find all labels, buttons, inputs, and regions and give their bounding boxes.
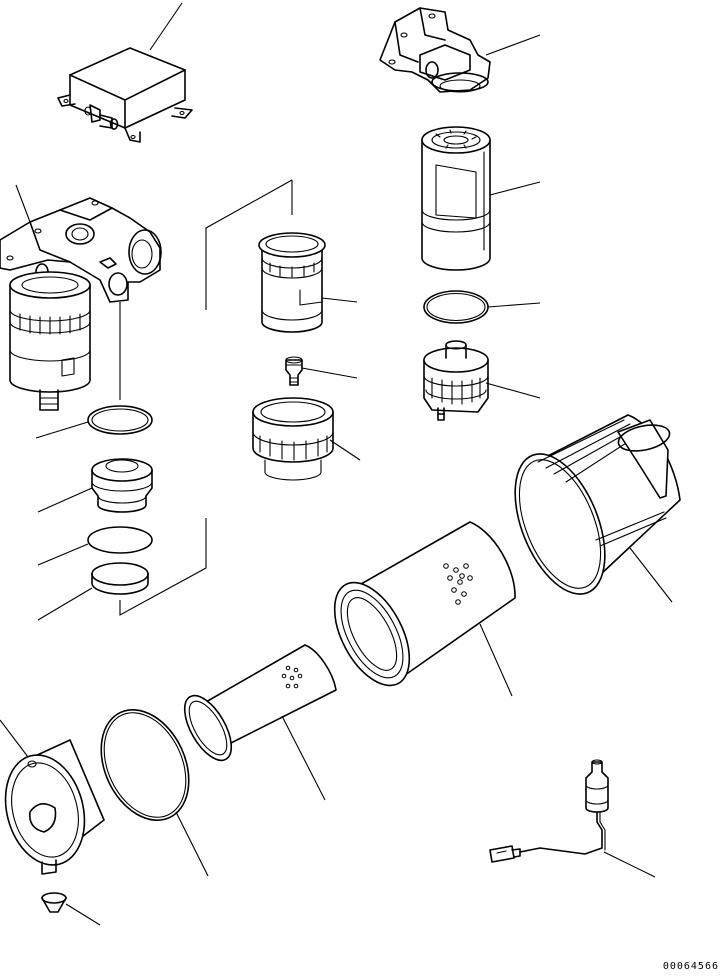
- o-ring-icon: [91, 562, 149, 595]
- inner-element-icon: [183, 644, 337, 762]
- filter-cartridge-icon: [421, 126, 491, 271]
- group-bracket: [205, 179, 293, 310]
- leader-line: [37, 543, 89, 566]
- leader-line: [37, 587, 93, 621]
- separator-assembly-icon: [0, 197, 162, 411]
- leader-line: [487, 302, 541, 308]
- leader-line: [65, 903, 101, 926]
- leader-line: [489, 181, 541, 196]
- leader-line: [35, 421, 89, 439]
- sensor-harness-icon: [489, 759, 609, 863]
- leader-line: [37, 487, 93, 513]
- leader-line: [301, 367, 358, 379]
- leader-line: [175, 811, 209, 877]
- drawing-code: 00064566: [662, 961, 719, 972]
- leader-line: [281, 715, 326, 801]
- relay-box-icon: [57, 47, 193, 143]
- cup-icon: [91, 458, 153, 513]
- leader-line: [603, 851, 656, 878]
- valve-icon: [41, 892, 67, 913]
- o-ring-icon: [87, 526, 153, 554]
- filter-head-icon: [379, 7, 491, 93]
- cover-icon: [4, 739, 105, 875]
- ring-nut-icon: [252, 397, 334, 481]
- leader-line: [149, 2, 183, 51]
- outer-element-icon: [333, 521, 516, 687]
- air-cleaner-body-icon: [514, 414, 681, 595]
- leader-line: [0, 719, 29, 758]
- leader-line: [479, 623, 513, 697]
- element-icon: [258, 232, 326, 333]
- leader-line: [329, 439, 361, 461]
- group-bracket: [119, 518, 207, 616]
- o-ring-icon: [87, 405, 153, 435]
- gasket-icon: [100, 708, 190, 822]
- leader-line: [485, 382, 541, 399]
- o-ring-icon: [423, 290, 489, 324]
- leader-line: [321, 297, 358, 303]
- drain-plug-icon: [285, 356, 303, 386]
- leader-line: [485, 34, 541, 56]
- leader-line: [629, 547, 673, 603]
- bowl-icon: [423, 340, 489, 421]
- leader-line: [15, 184, 31, 223]
